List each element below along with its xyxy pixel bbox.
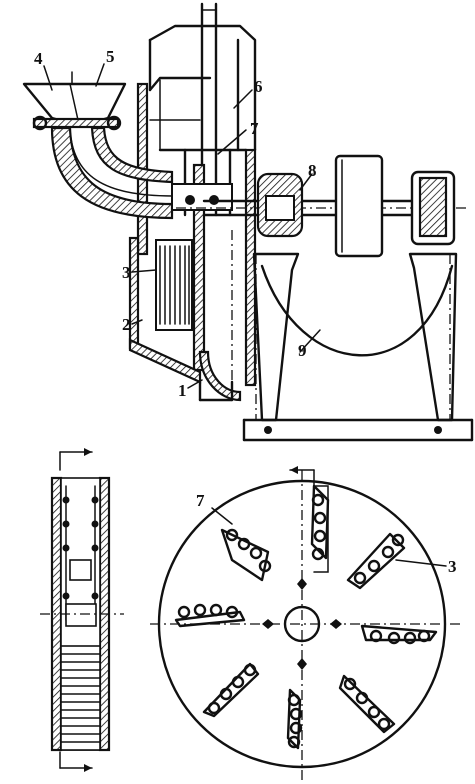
- label-7: 7: [250, 119, 259, 138]
- feed-pipe: [50, 126, 174, 220]
- label-3-disk: 3: [448, 557, 457, 576]
- feed-hopper: [22, 71, 127, 131]
- label-9: 9: [298, 341, 307, 360]
- label-7-disk: 7: [196, 491, 205, 510]
- label-4: 4: [34, 49, 43, 68]
- rotor-section-view: [40, 448, 124, 772]
- rotor-assembly: [155, 163, 233, 372]
- label-6: 6: [254, 77, 263, 96]
- label-2: 2: [122, 315, 131, 334]
- label-8: 8: [308, 161, 317, 180]
- drive-shaft: [176, 154, 470, 258]
- upper-casing: [148, 24, 257, 152]
- support-frame: [242, 252, 474, 442]
- beater-plates: [174, 484, 438, 750]
- side-elevation: 4 5 6 7 8 3 2 1 9: [22, 2, 474, 442]
- label-3: 3: [122, 263, 131, 282]
- rotor-disk-view: 7 3: [150, 466, 460, 780]
- label-1: 1: [178, 381, 187, 400]
- leader-lines: [43, 63, 321, 389]
- label-5: 5: [106, 47, 115, 66]
